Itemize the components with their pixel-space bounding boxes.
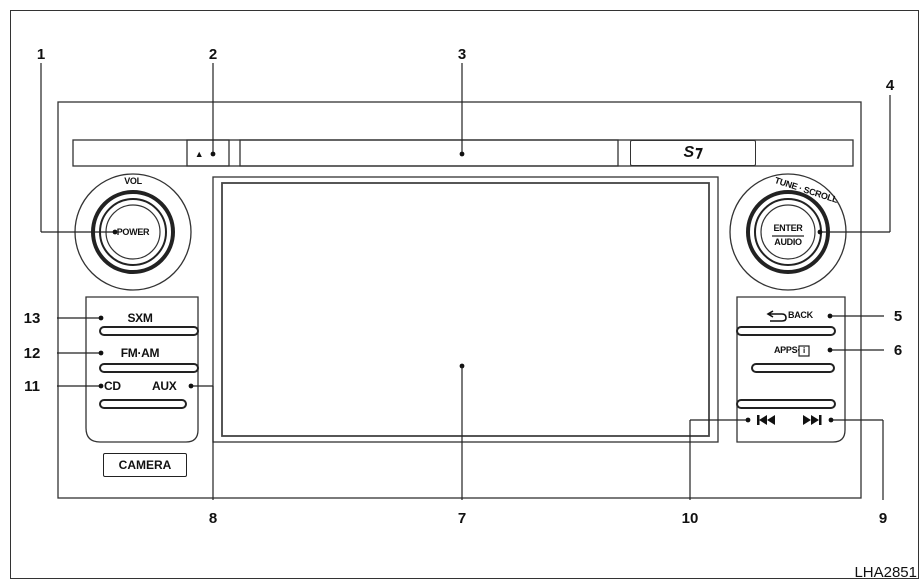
cd-label: CD — [104, 379, 121, 393]
enter-label: ENTER — [773, 223, 803, 233]
apps-button-bar[interactable] — [751, 363, 835, 373]
callout-10: 10 — [681, 510, 699, 527]
back-label: BACK — [788, 310, 813, 320]
callout-3: 3 — [457, 46, 467, 63]
back-arrow-icon — [766, 310, 787, 322]
callout-13: 13 — [23, 310, 41, 327]
vol-label: VOL — [124, 176, 142, 186]
fm-am-button-bar[interactable] — [99, 363, 199, 373]
figure-frame — [10, 10, 919, 579]
callout-11: 11 — [24, 378, 40, 395]
callout-8: 8 — [208, 510, 218, 527]
seek-back-icon[interactable] — [757, 415, 775, 425]
cd-slot — [239, 139, 619, 167]
touch-screen[interactable] — [221, 182, 710, 437]
back-button-bar[interactable] — [736, 326, 836, 336]
aux-label: AUX — [152, 379, 177, 393]
cd-aux-button-bar[interactable] — [99, 399, 187, 409]
right-button-panel — [736, 296, 846, 443]
eject-icon: ▲ — [194, 149, 204, 159]
figure-code: LHA2851 — [854, 564, 917, 581]
info-label: i — [803, 346, 805, 355]
callout-4: 4 — [885, 77, 895, 94]
seek-button-bar[interactable] — [736, 399, 836, 409]
callout-7: 7 — [457, 510, 467, 527]
sxm-button-bar[interactable] — [99, 326, 199, 336]
left-button-panel — [85, 296, 199, 443]
eject-button[interactable] — [186, 139, 230, 167]
power-label: POWER — [116, 227, 150, 237]
callout-1: 1 — [36, 46, 46, 63]
sxm-label: SXM — [127, 311, 153, 325]
screen-bezel — [212, 176, 719, 443]
callout-6: 6 — [893, 342, 903, 359]
callout-5: 5 — [893, 308, 903, 325]
callout-2: 2 — [208, 46, 218, 63]
unit-body — [57, 101, 862, 499]
apps-label: APPS· — [773, 345, 800, 355]
callout-leaders — [40, 63, 891, 500]
sd-card-slot[interactable]: S⁊ — [630, 140, 756, 166]
info-icon — [798, 345, 810, 357]
seek-forward-icon[interactable] — [803, 415, 822, 425]
callout-12: 12 — [23, 345, 41, 362]
camera-button[interactable]: CAMERA — [103, 453, 187, 477]
fm-am-label: FM·AM — [120, 346, 160, 360]
audio-label: AUDIO — [774, 237, 802, 247]
callout-9: 9 — [878, 510, 888, 527]
